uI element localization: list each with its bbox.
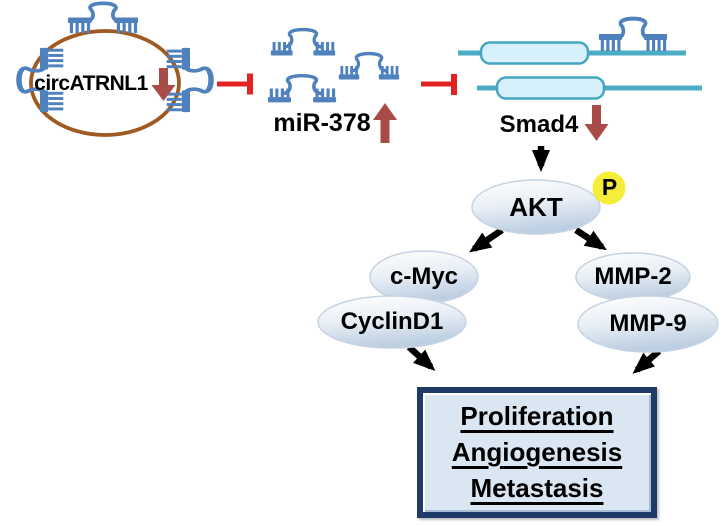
- inhibition-tbar-1-icon: [217, 73, 253, 95]
- phospho-label: P: [601, 174, 618, 200]
- akt-label: AKT: [509, 192, 563, 222]
- mir378-up-arrow-icon: [373, 103, 397, 143]
- smad4-mrna-top: [458, 16, 686, 65]
- mir378-label: miR-378: [273, 109, 371, 137]
- mirna-icon-1: [270, 27, 336, 58]
- phospho-badge: [592, 171, 626, 205]
- outcome-proliferation: Proliferation: [460, 401, 614, 432]
- circatrnl1-label: circATRNL1: [34, 72, 148, 95]
- akt-ellipse: [471, 179, 601, 235]
- arrow-mmp9-to-outcomes: [632, 348, 662, 374]
- mirna-sponge-top-icon: [67, 1, 139, 35]
- arrow-akt-to-mmp2: [574, 227, 608, 251]
- outcomes-box: Proliferation Angiogenesis Metastasis: [417, 387, 657, 518]
- outcome-angiogenesis: Angiogenesis: [451, 436, 623, 467]
- mirna-icon-2: [338, 51, 400, 82]
- smad4-mrna-bottom: [477, 76, 702, 100]
- outcome-metastasis: Metastasis: [470, 472, 604, 503]
- circatrnl1-down-arrow-icon: [151, 68, 176, 101]
- arrow-cyclind1-to-outcomes: [406, 344, 436, 372]
- inhibition-tbar-2-icon: [421, 74, 457, 95]
- cyclind1-ellipse: [317, 295, 467, 349]
- cyclind1-label: CyclinD1: [340, 308, 444, 335]
- mmp9-ellipse: [577, 295, 719, 353]
- circatrnl1-circle: [29, 29, 181, 137]
- mirna-icon-3: [267, 73, 337, 105]
- mmp9-label: MMP-9: [609, 310, 687, 337]
- mirna-binding-icon: [598, 16, 668, 53]
- mrna-cds-box: [479, 41, 590, 65]
- smad4-label: Smad4: [499, 111, 579, 138]
- arrow-akt-to-cmyc: [469, 227, 504, 253]
- cmyc-label: c-Myc: [389, 263, 459, 290]
- mrna-cds-box: [495, 76, 606, 100]
- smad4-down-arrow-icon: [584, 105, 609, 141]
- mmp2-label: MMP-2: [594, 263, 672, 290]
